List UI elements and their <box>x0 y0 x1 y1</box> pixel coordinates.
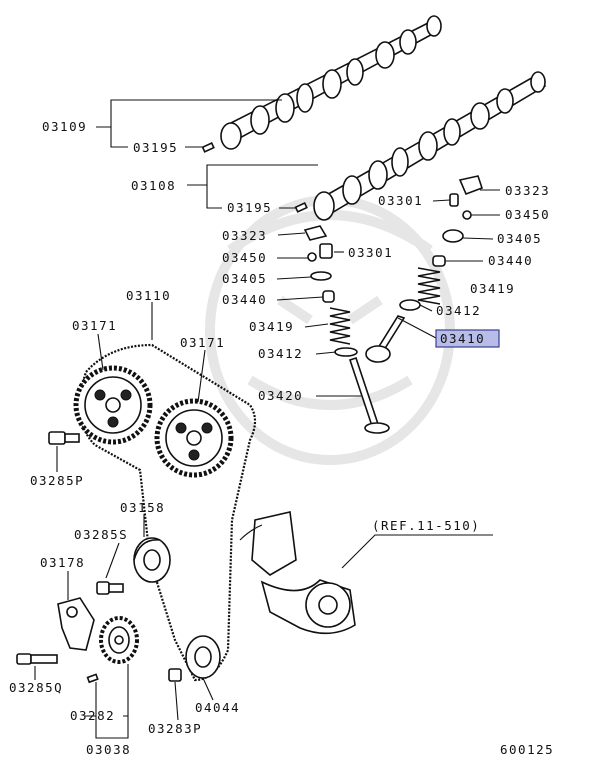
part-label-03195-lower[interactable]: 03195 <box>227 200 272 215</box>
valve-exhaust-03420[interactable] <box>348 356 390 434</box>
tensioner-pulley-03158[interactable] <box>133 537 171 583</box>
part-label-03109[interactable]: 03109 <box>42 119 87 134</box>
key-03282[interactable] <box>86 673 99 684</box>
valve-spring-03419-left[interactable] <box>329 307 351 345</box>
part-label-04044[interactable]: 04044 <box>195 700 240 715</box>
cam-sprocket-03171-right[interactable] <box>154 398 234 478</box>
engine-reference-outline <box>239 511 356 635</box>
part-label-03285q[interactable]: 03285Q <box>9 680 63 695</box>
part-label-03282[interactable]: 03282 <box>70 708 115 723</box>
part-label-03158[interactable]: 03158 <box>120 500 165 515</box>
pin-03195-upper[interactable] <box>201 142 215 153</box>
part-label-03420[interactable]: 03420 <box>258 388 303 403</box>
part-label-03410[interactable]: 03410 <box>440 331 485 346</box>
part-label-03450-left[interactable]: 03450 <box>222 250 267 265</box>
bolt-03285s[interactable] <box>96 581 124 595</box>
part-label-03419-right[interactable]: 03419 <box>470 281 515 296</box>
part-label-03301-right[interactable]: 03301 <box>378 193 423 208</box>
part-label-03440-left[interactable]: 03440 <box>222 292 267 307</box>
part-label-03285p[interactable]: 03285P <box>30 473 84 488</box>
valve-seal-03440-left[interactable] <box>322 290 335 303</box>
adjuster-03450-right[interactable] <box>462 210 472 220</box>
valve-spring-03419-right[interactable] <box>417 267 441 305</box>
part-label-03038[interactable]: 03038 <box>86 742 131 757</box>
idler-pulley-04044[interactable] <box>185 635 221 679</box>
crank-sprocket-03038[interactable] <box>99 616 139 664</box>
lash-adjuster-03301-left[interactable] <box>319 243 333 259</box>
cam-sprocket-03171-left[interactable] <box>73 365 153 445</box>
part-label-03450-right[interactable]: 03450 <box>505 207 550 222</box>
part-label-03412-left[interactable]: 03412 <box>258 346 303 361</box>
rocker-arm-03323-left[interactable] <box>303 225 328 241</box>
part-label-03440-right[interactable]: 03440 <box>488 253 533 268</box>
valve-intake-03410[interactable] <box>365 315 406 363</box>
part-labels: 03109 03195 03108 03195 03301 03323 0345… <box>9 119 554 757</box>
part-label-03108[interactable]: 03108 <box>131 178 176 193</box>
retainer-03405-left[interactable] <box>310 271 332 281</box>
camshaft-lower[interactable] <box>313 71 547 221</box>
figure-number: 600125 <box>500 742 554 757</box>
spring-seat-03412-left[interactable] <box>334 347 358 357</box>
retainer-03405-right[interactable] <box>442 229 464 243</box>
part-label-03405-right[interactable]: 03405 <box>497 231 542 246</box>
part-label-03178[interactable]: 03178 <box>40 555 85 570</box>
reference-label[interactable]: (REF.11-510) <box>372 518 480 533</box>
camshaft-upper[interactable] <box>220 15 442 150</box>
part-label-03195-upper[interactable]: 03195 <box>133 140 178 155</box>
adjuster-03450-left[interactable] <box>307 252 317 262</box>
part-label-03283p[interactable]: 03283P <box>148 721 202 736</box>
spring-seat-03412-right[interactable] <box>399 299 421 311</box>
highlight-03410[interactable]: 03410 <box>435 329 500 348</box>
part-label-03405-left[interactable]: 03405 <box>222 271 267 286</box>
leader-lines <box>34 99 500 739</box>
part-label-03301-left[interactable]: 03301 <box>348 245 393 260</box>
valve-seal-03440-right[interactable] <box>432 255 446 267</box>
part-label-03412-right[interactable]: 03412 <box>436 303 481 318</box>
pin-03195-lower[interactable] <box>294 202 308 213</box>
part-label-03323-left[interactable]: 03323 <box>222 228 267 243</box>
part-label-03171-left[interactable]: 03171 <box>72 318 117 333</box>
rocker-arm-03323-right[interactable] <box>458 175 484 196</box>
part-label-03419-left[interactable]: 03419 <box>249 319 294 334</box>
part-label-03323-right[interactable]: 03323 <box>505 183 550 198</box>
bolt-03285q[interactable] <box>16 653 58 665</box>
part-label-03110[interactable]: 03110 <box>126 288 171 303</box>
bolt-03283p[interactable] <box>168 668 182 682</box>
lash-adjuster-03301-right[interactable] <box>449 193 459 207</box>
part-label-03171-right[interactable]: 03171 <box>180 335 225 350</box>
tensioner-arm-03178[interactable] <box>57 597 95 651</box>
part-label-03285s[interactable]: 03285S <box>74 527 128 542</box>
bolt-03285p[interactable] <box>48 431 80 445</box>
